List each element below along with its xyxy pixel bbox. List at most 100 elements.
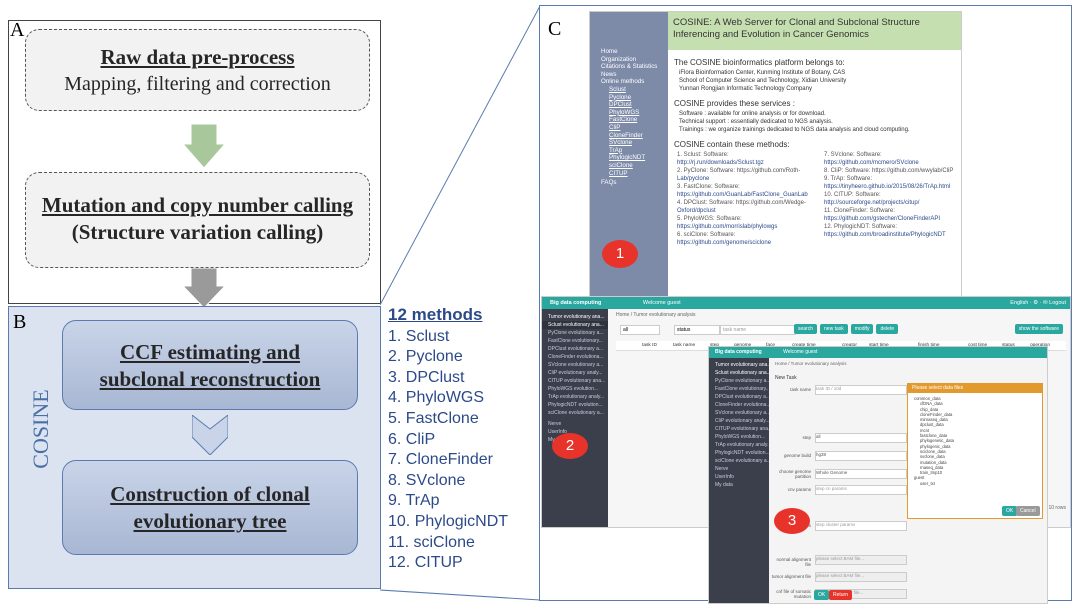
tree-folder[interactable]: mcnt [920, 427, 930, 433]
genome-build-select[interactable]: hg38 [815, 451, 907, 461]
sidebar-item[interactable]: PhylogicNDT evolution... [715, 450, 769, 456]
nav-method-link[interactable]: Pyclone [609, 93, 632, 101]
sidebar-item[interactable]: FastClone evolutionary... [715, 386, 769, 392]
method-link[interactable]: https://github.com/morrislab/phylowgs [677, 224, 778, 230]
sidebar-item[interactable]: UserInfo [715, 474, 734, 480]
method-link[interactable]: https://github.com/broadinstitute/Phylog… [824, 232, 946, 238]
cluster-params-field[interactable]: step cluster params [815, 521, 907, 531]
sidebar-item[interactable]: PyClone evolutionary a... [715, 378, 769, 384]
tree-folder[interactable]: rnaseq_data [920, 464, 944, 470]
tree-folder[interactable]: phylogenetic_data [920, 438, 954, 444]
nav-method-link[interactable]: SVclone [609, 139, 633, 147]
cnv-params-field[interactable]: step cn params [815, 485, 907, 495]
tree-folder[interactable]: fastclone_data [920, 433, 948, 439]
tree-folder[interactable]: guest [914, 475, 925, 481]
nav-news[interactable]: News [601, 70, 617, 78]
task-name-field[interactable]: task ID / 10d [815, 385, 907, 395]
delete-button[interactable]: delete [876, 324, 899, 334]
sidebar-item[interactable]: Tumor evolutionary ana... [548, 314, 605, 320]
nav-method-link[interactable]: TrAp [609, 146, 623, 154]
sidebar-item[interactable]: DPClust evolutionary a... [548, 346, 604, 352]
step-select[interactable]: all [815, 433, 907, 443]
nav-method-link[interactable]: CITUP [609, 169, 628, 177]
sidebar-item[interactable]: Sclust evolutionary ana... [542, 321, 608, 329]
sidebar-item[interactable]: Sclust evolutionary ana... [715, 370, 769, 376]
sidebar-item[interactable]: CliP evolutionary analy... [548, 370, 603, 376]
tree-folder[interactable]: common_data [914, 396, 941, 401]
tumor-bam-field[interactable]: please select BAM file... [815, 572, 907, 582]
search-button[interactable]: search [794, 324, 818, 334]
task-name-input[interactable]: task name [720, 325, 796, 335]
sidebar-item[interactable]: CloneFinder evolutiona... [715, 402, 769, 408]
method-link[interactable]: https://github.com/GuanLab/FastClone_Gua… [677, 192, 808, 198]
panel-c-label: C [548, 18, 562, 40]
nav-organization[interactable]: Organization [601, 55, 637, 63]
nav-home[interactable]: Home [601, 48, 618, 55]
tree-folder[interactable]: dpclust_data [920, 422, 944, 428]
tree-file[interactable]: user_txt [920, 480, 935, 486]
method-link[interactable]: https://github.com/gstecher/CloneFinderA… [824, 216, 941, 222]
sidebar-item[interactable]: SVclone evolutionary a... [548, 362, 604, 368]
modify-button[interactable]: modify [850, 324, 874, 334]
sidebar-item[interactable]: Nerve [715, 466, 729, 472]
method-link[interactable]: http://rj.run/downloads/Sclust.tgz [677, 160, 764, 166]
nav-citations[interactable]: Citations & Statistics [601, 63, 658, 71]
method-link[interactable]: Oxford/dpclust [677, 208, 716, 214]
nav-method-link[interactable]: CliP [609, 123, 621, 131]
method-link[interactable]: https://github.com/genome/sciclone [677, 240, 772, 246]
nav-online-methods[interactable]: Online methods [601, 78, 645, 86]
nav-method-link[interactable]: PhylogicNDT [609, 154, 646, 162]
tree-folder[interactable]: mirnaseq_data [920, 417, 948, 423]
tree-folder[interactable]: phylogenic_data [920, 443, 951, 449]
nav-method-link[interactable]: PhyloWGS [609, 108, 640, 116]
ok-button[interactable]: OK [814, 590, 830, 600]
sidebar-item[interactable]: sciClone evolutionary a... [548, 410, 604, 416]
tree-folder[interactable]: sciclone_data [920, 448, 946, 454]
method-link[interactable]: https://github.com/mcmero/SVclone [824, 160, 919, 166]
sidebar-item[interactable]: FastClone evolutionary... [548, 338, 603, 344]
sidebar-item[interactable]: PhyloWGS evolution... [548, 386, 599, 392]
sidebar-item[interactable]: PhyloWGS evolution... [715, 434, 766, 440]
return-button[interactable]: Return [829, 590, 853, 600]
sidebar-item[interactable]: CloneFinder evolutiona... [548, 354, 604, 360]
dialog-ok-button[interactable]: OK [1002, 506, 1018, 516]
tree-folder[interactable]: mutation_data [920, 459, 947, 465]
new-task-button[interactable]: new task [820, 324, 848, 334]
nav-method-link[interactable]: DPClust [609, 101, 632, 109]
sidebar-item[interactable]: SVclone evolutionary a... [715, 410, 769, 416]
sidebar-item[interactable]: sciClone evolutionary a... [715, 458, 769, 464]
sidebar-item[interactable]: CliP evolutionary analy... [715, 418, 769, 424]
normal-bam-field[interactable]: please select BAM file... [815, 555, 907, 565]
nav-faqs[interactable]: FAQs [601, 179, 617, 187]
sidebar-item[interactable]: Tumor evolutionary ana... [715, 362, 769, 368]
tree-folder[interactable]: cloneFinder_data [920, 411, 953, 417]
sidebar-item[interactable]: My data [715, 482, 733, 488]
sidebar-item[interactable]: Nerve [548, 421, 562, 427]
sidebar-item[interactable]: TrAp evolutionary analy... [715, 442, 769, 448]
method-link[interactable]: Lab/pyclone [677, 176, 710, 182]
sidebar-item[interactable]: CITUP evolutionary ana... [715, 426, 769, 432]
method-link[interactable]: http://sourceforge.net/projects/citup/ [824, 200, 920, 206]
genome-partition-select[interactable]: Whole Genome [815, 469, 907, 479]
sidebar-item[interactable]: CITUP evolutionary ana... [548, 378, 606, 384]
sidebar-item[interactable]: UserInfo [548, 429, 567, 435]
sidebar-item[interactable]: TrAp evolutionary analy... [548, 394, 605, 400]
nav-method-link[interactable]: FastClone [609, 116, 638, 124]
dialog-cancel-button[interactable]: Cancel [1016, 506, 1040, 516]
sidebar-item[interactable]: PyClone evolutionary a... [548, 330, 604, 336]
col-header: cost time [968, 343, 987, 348]
filter-status-select[interactable]: status [674, 325, 720, 335]
tree-folder[interactable]: train_tmp10 [920, 470, 943, 476]
nav-method-link[interactable]: CloneFinder [609, 131, 643, 139]
nav-method-link[interactable]: sciClone [609, 161, 633, 169]
tree-folder[interactable]: chip_data [920, 406, 939, 412]
filter-all-select[interactable]: all [620, 325, 660, 335]
top-right-menu[interactable]: English · ⚙ · ✉ Logout [1010, 300, 1066, 306]
tree-folder[interactable]: svclone_data [920, 454, 945, 460]
sidebar-item[interactable]: PhylogicNDT evolution... [548, 402, 603, 408]
method-link[interactable]: https://tinyheero.github.io/2015/08/26/T… [824, 184, 951, 190]
show-software-button[interactable]: show the software [1014, 324, 1063, 334]
sidebar-item[interactable]: DPClust evolutionary a... [715, 394, 769, 400]
tree-folder[interactable]: cfDNA_data [920, 401, 943, 407]
nav-method-link[interactable]: Sclust [609, 85, 626, 93]
